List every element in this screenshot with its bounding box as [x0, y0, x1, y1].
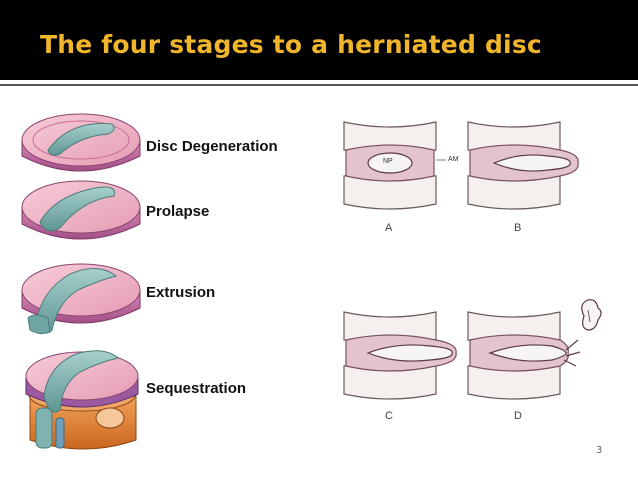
sequestration-image	[25, 350, 139, 450]
panel-c-image	[343, 311, 457, 400]
stage-label-disc-degeneration: Disc Degeneration	[146, 138, 278, 155]
extrusion-image	[21, 263, 141, 335]
panel-letter-b: B	[514, 222, 522, 234]
slide-title: The four stages to a herniated disc	[40, 30, 542, 59]
disc-degeneration-image	[21, 113, 141, 172]
stage-label-prolapse: Prolapse	[146, 203, 210, 220]
annulus-tag: AM	[448, 156, 459, 163]
page-number: 3	[596, 445, 603, 456]
panel-letter-c: C	[385, 410, 393, 422]
nucleus-tag: NP	[383, 158, 393, 165]
panel-a-image	[343, 121, 446, 210]
stage-label-sequestration: Sequestration	[146, 380, 247, 397]
panel-letter-a: A	[385, 222, 393, 234]
prolapse-image	[21, 180, 141, 240]
panel-b-image	[467, 121, 579, 210]
panel-d-image	[467, 299, 602, 400]
stage-label-extrusion: Extrusion	[146, 284, 216, 301]
title-divider	[0, 84, 638, 86]
panel-letter-d: D	[514, 410, 522, 422]
title-bar: The four stages to a herniated disc	[0, 0, 638, 80]
